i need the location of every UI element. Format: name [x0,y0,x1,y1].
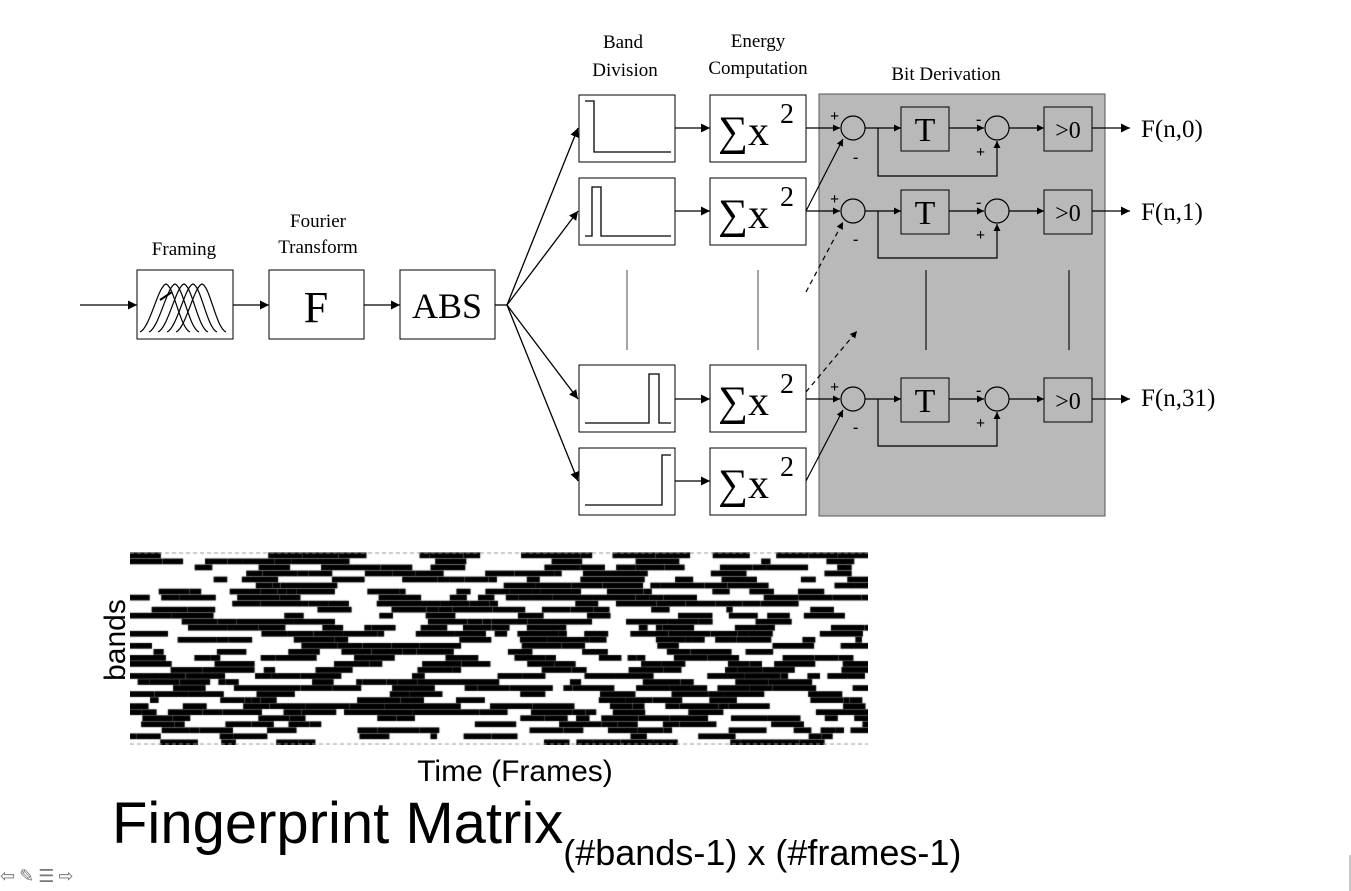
bit-derivation-label: Bit Derivation [891,64,1001,85]
framing-block [136,269,234,340]
arrow-right-icon[interactable]: ⇨ [58,866,74,887]
abs-block-label: ABS [412,286,482,326]
caption-main: Fingerprint Matrix [112,791,564,856]
sign-plus: + [976,415,985,432]
fanout-arrow-band-32 [506,304,579,482]
pen-icon[interactable]: ✎ [19,866,35,887]
fourier-block [268,269,365,340]
energy-label-line1: Energy [731,31,786,52]
energy-block-1: ∑x 2 [709,177,807,246]
band-filter-32 [578,447,676,516]
band-filter-1 [578,177,676,246]
band-filter-0 [578,94,676,163]
sign-plus: + [830,379,839,396]
slide-edge [1349,855,1351,891]
sign-minus: - [853,231,858,248]
delay-label-0: T [915,112,936,149]
svg-text:2: 2 [780,369,794,400]
sign-minus: - [976,111,981,128]
band-filter-31 [578,364,676,433]
matrix-xlabel: Time (Frames) [417,755,613,788]
sign-plus: + [976,227,985,244]
sign-minus: - [853,419,858,436]
sign-minus: - [976,194,981,211]
matrix-ylabel: bands [99,599,132,681]
output-label-31: F(n,31) [1141,385,1215,412]
sign-plus: + [976,144,985,161]
sign-minus: - [976,382,981,399]
energy-block-0: ∑x 2 [709,94,807,163]
output-label-1: F(n,1) [1141,199,1203,226]
threshold-label-1: >0 [1055,201,1081,227]
output-label-0: F(n,0) [1141,116,1203,143]
sign-plus: + [830,191,839,208]
energy-label-line2: Computation [708,58,808,79]
svg-text:∑x: ∑x [718,379,769,425]
sign-plus: + [830,108,839,125]
fourier-label-line2: Transform [278,237,358,258]
arrow-left-icon[interactable]: ⇦ [0,866,16,887]
fingerprint-matrix-caption: Fingerprint Matrix(#bands-1) x (#frames-… [112,790,961,873]
threshold-label-31: >0 [1055,389,1081,415]
svg-text:2: 2 [780,99,794,130]
sign-minus: - [853,149,858,166]
bit-derivation-panel [818,93,1106,517]
menu-icon[interactable]: ☰ [38,866,55,887]
bit-row-0 [805,106,1130,212]
delay-label-31: T [915,383,936,420]
bit-row-1 [805,189,1130,293]
svg-text:∑x: ∑x [718,109,769,155]
bit-row-31 [805,377,1130,482]
presentation-toolbar: ⇦ ✎ ☰ ⇨ [0,865,73,889]
framing-label: Framing [152,239,217,260]
band-label-line2: Division [592,60,658,81]
svg-text:∑x: ∑x [718,462,769,508]
band-label-line1: Band [603,32,644,53]
fourier-block-label: F [304,283,328,332]
fanout-arrow-band-31 [506,304,579,400]
svg-text:2: 2 [780,452,794,483]
window-curves-icon [139,283,227,333]
fourier-label-line1: Fourier [290,211,347,232]
fanout-arrow-band-1 [506,210,579,306]
energy-block-31: ∑x 2 [709,364,807,433]
fingerprint-matrix-image [130,552,868,745]
svg-text:2: 2 [780,182,794,213]
threshold-label-0: >0 [1055,118,1081,144]
abs-block [399,269,496,340]
svg-text:∑x: ∑x [718,192,769,238]
dashed-arrow-upper [805,330,858,393]
fanout-arrow-band-0 [506,127,579,306]
caption-subscript: (#bands-1) x (#frames-1) [563,832,962,873]
energy-block-32: ∑x 2 [709,447,807,516]
delay-label-1: T [915,195,936,232]
